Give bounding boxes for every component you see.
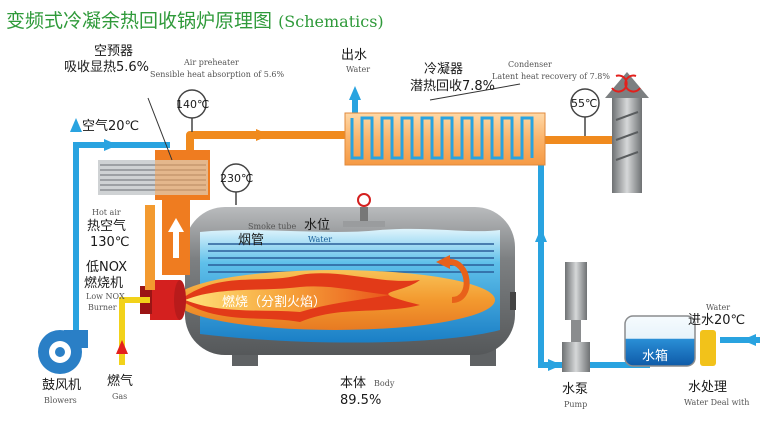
- gauge-140-value: 140℃: [176, 98, 210, 111]
- air-preheater-label-en2: Sensible heat absorption of 5.6%: [150, 70, 285, 79]
- air-preheater-label-cn1: 空预器: [94, 44, 134, 59]
- pump-label-cn: 水泵: [562, 382, 589, 397]
- air-inlet-pipe: [73, 142, 170, 333]
- combustion-label: 燃烧（分割火焰）: [222, 295, 327, 310]
- page-title: 变频式冷凝余热回收锅炉原理图 (Schematics): [6, 6, 384, 33]
- duct-preheater-to-condenser: [186, 131, 345, 165]
- water-out-arrow: [349, 86, 361, 100]
- water-arrows: [70, 86, 756, 371]
- pump: [562, 262, 590, 372]
- condenser: [344, 83, 546, 166]
- body-label-cn: 本体: [340, 376, 367, 391]
- hot-air-label-en: Hot air: [92, 208, 121, 217]
- body-efficiency-value: 89.5%: [340, 393, 382, 408]
- gas-pipe: [116, 297, 150, 365]
- gas-label-en: Gas: [112, 392, 128, 401]
- air-arrow-right: [104, 139, 118, 151]
- gauge-230-value: 230℃: [220, 172, 254, 185]
- water-out-label-cn: 出水: [341, 48, 368, 63]
- condenser-label-cn2: 潜热回收7.8%: [410, 79, 496, 94]
- water-in-arrow: [742, 334, 756, 346]
- flue-riser: [162, 200, 190, 275]
- hot-air-label-cn2: 130℃: [90, 235, 130, 250]
- boiler-body: [140, 207, 516, 366]
- water-level-label-en: Water: [308, 235, 333, 244]
- air-arrow-up: [70, 118, 82, 132]
- water-level-label-cn: 水位: [304, 218, 331, 233]
- condenser-label-en1: Condenser: [508, 60, 552, 69]
- blowers-label-cn: 鼓风机: [42, 378, 82, 393]
- water-treatment-label-en: Water Deal with: [684, 398, 750, 407]
- air-preheater: [98, 97, 210, 200]
- air-inlet-label: 空气20℃: [82, 119, 140, 134]
- water-tank: [624, 315, 716, 367]
- gas-label-cn: 燃气: [107, 374, 134, 389]
- burner-label-en2: Burner: [88, 303, 117, 312]
- condenser-label-cn1: 冷凝器: [424, 62, 464, 77]
- blower: [38, 330, 88, 374]
- water-out-label-en: Water: [346, 65, 371, 74]
- pump-label-en: Pump: [564, 400, 588, 409]
- water-in-label-en: Water: [706, 303, 731, 312]
- page-title-cn: 变频式冷凝余热回收锅炉原理图: [6, 10, 273, 32]
- gauge-230: [221, 163, 251, 193]
- pump-arrow: [548, 359, 562, 371]
- steam-valve: [343, 193, 385, 227]
- page-title-en: (Schematics): [278, 12, 384, 31]
- burner-label-cn1: 低NOX: [86, 260, 128, 275]
- air-preheater-label-en1: Air preheater: [184, 58, 239, 67]
- body-label-en: Body: [374, 379, 395, 388]
- chimney: [605, 72, 649, 193]
- gauge-55-value: 55℃: [571, 97, 598, 110]
- smoke-tube-label-en: Smoke tube: [248, 222, 297, 231]
- water-in-label-cn: 进水20℃: [688, 313, 746, 328]
- condenser-label-en2: Latent heat recovery of 7.8%: [492, 72, 610, 81]
- blowers-label-en: Blowers: [44, 396, 77, 405]
- hot-air-label-cn1: 热空气: [87, 219, 127, 234]
- return-arrow-up: [535, 228, 547, 242]
- water-tank-label: 水箱: [642, 349, 669, 364]
- burner-label-cn2: 燃烧机: [84, 276, 124, 291]
- smoke-tube-label-cn: 烟管: [238, 233, 265, 248]
- gauge-55: [570, 88, 600, 118]
- burner-label-en1: Low NOX: [86, 292, 125, 301]
- water-treatment-label-cn: 水处理: [688, 380, 728, 395]
- flue-arrow-right: [256, 129, 270, 141]
- air-preheater-label-cn2: 吸收显热5.6%: [64, 60, 150, 75]
- gauge-140: [177, 89, 207, 119]
